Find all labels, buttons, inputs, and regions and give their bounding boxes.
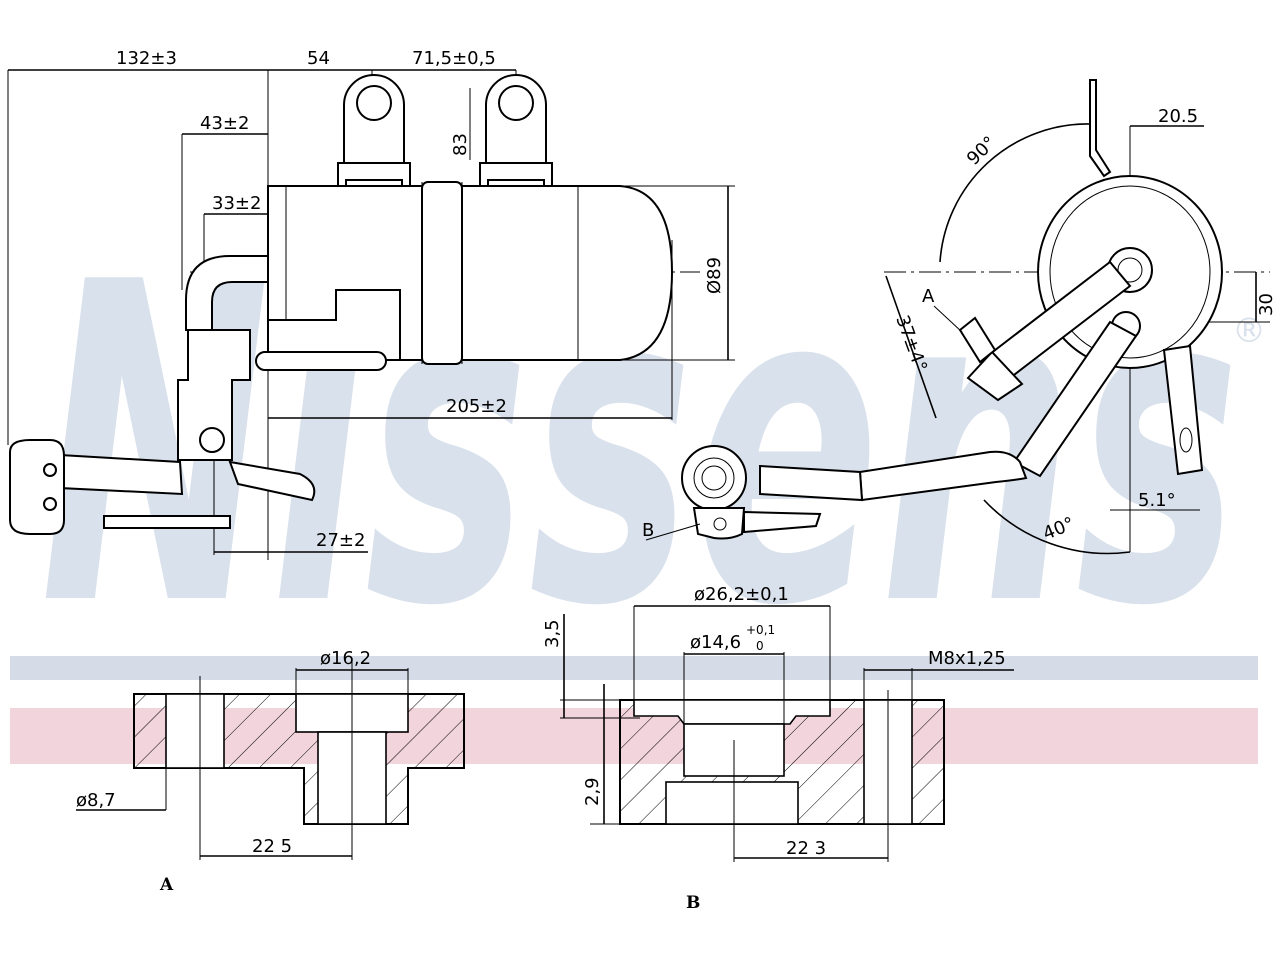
label-a: A bbox=[922, 286, 935, 307]
dim-dia-26-2: ø26,2±0,1 bbox=[694, 584, 789, 605]
dim-27: 27±2 bbox=[316, 530, 365, 551]
dim-71-5: 71,5±0,5 bbox=[412, 48, 496, 69]
dim-thread-m8: M8x1,25 bbox=[928, 648, 1006, 669]
end-view: 90° 20.5 30 37±4° A B 5.1° 40° bbox=[642, 79, 1277, 555]
dim-tol-upper: +0,1 bbox=[746, 623, 775, 637]
dim-22-5: 22 5 bbox=[252, 836, 292, 857]
dim-83: 83 bbox=[450, 133, 471, 156]
section-a-title: A bbox=[159, 875, 174, 895]
dim-205: 205±2 bbox=[446, 396, 507, 417]
angle-5-1: 5.1° bbox=[1138, 490, 1176, 511]
dim-33: 33±2 bbox=[212, 193, 261, 214]
watermark-registered-mark: ® bbox=[1232, 311, 1266, 351]
section-a: ø16,2 ø8,7 22 5 A bbox=[76, 648, 465, 895]
dim-20-5: 20.5 bbox=[1158, 106, 1198, 127]
dim-30: 30 bbox=[1256, 293, 1277, 316]
dim-dia-16-2: ø16,2 bbox=[320, 648, 371, 669]
dim-diameter-89: Ø89 bbox=[704, 257, 725, 294]
section-b-title: B bbox=[686, 893, 700, 913]
dim-2-9: 2,9 bbox=[582, 777, 603, 806]
dim-overall-length: 132±3 bbox=[116, 48, 177, 69]
side-view: 132±3 54 71,5±0,5 83 43±2 33±2 Ø89 205±2… bbox=[7, 48, 735, 560]
label-b: B bbox=[642, 520, 654, 541]
dim-54: 54 bbox=[307, 48, 330, 69]
dim-dia-8-7: ø8,7 bbox=[76, 790, 116, 811]
angle-90: 90° bbox=[963, 132, 1001, 169]
section-b: ø26,2±0,1 ø14,6 +0,1 0 3,5 M8x1,25 2,9 2… bbox=[542, 584, 1014, 913]
dim-dia-14-6: ø14,6 bbox=[690, 632, 741, 653]
dim-tol-lower: 0 bbox=[756, 639, 764, 653]
dim-43: 43±2 bbox=[200, 113, 249, 134]
dim-3-5: 3,5 bbox=[542, 619, 563, 648]
dim-22-3: 22 3 bbox=[786, 838, 826, 859]
